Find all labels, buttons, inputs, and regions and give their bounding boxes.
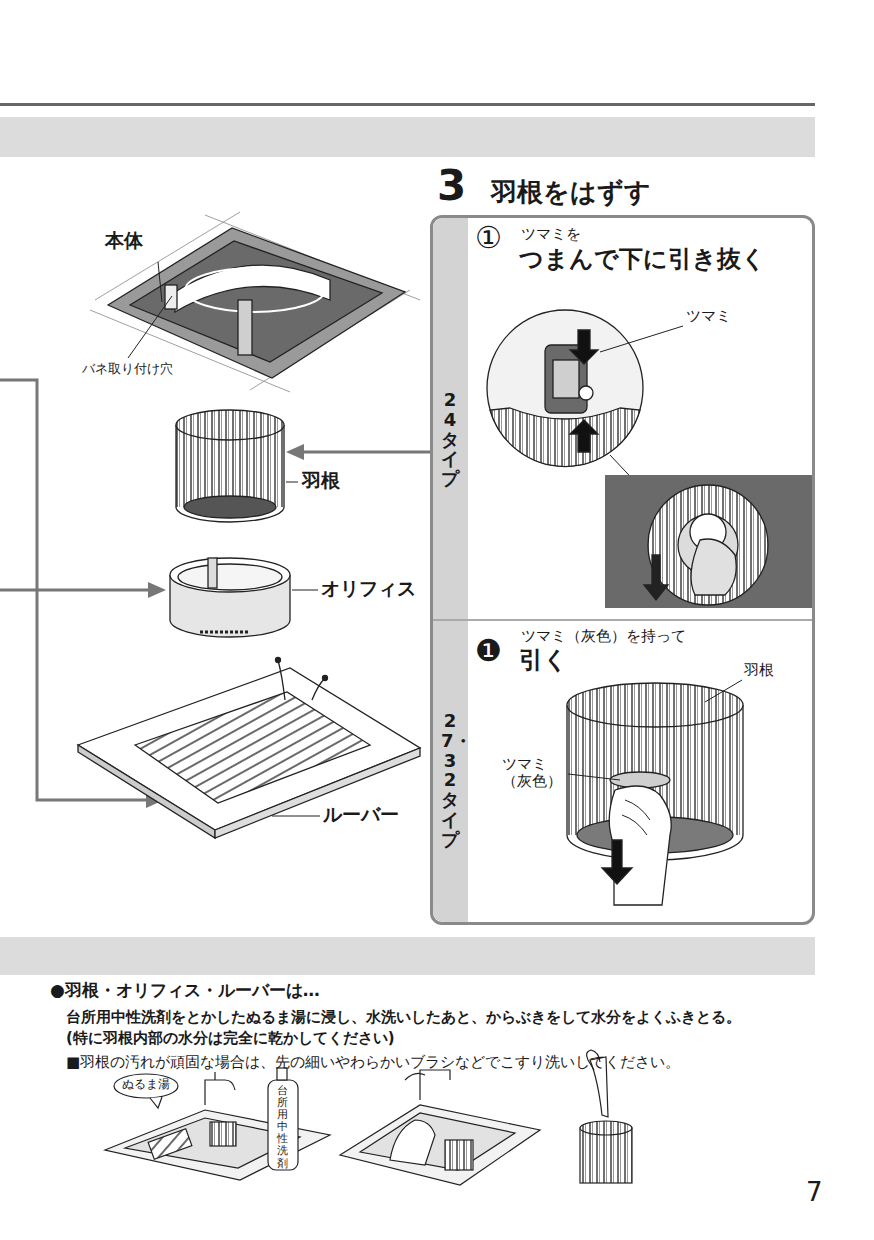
drawing-path [490,408,640,467]
drawing-path [622,800,650,835]
drawing-circle [323,676,328,681]
drawing-line [292,590,318,591]
node-text: つまんで下に引き抜く [519,246,766,274]
callout-number: ① [475,221,502,256]
node-heading: 3 [437,162,466,210]
drawing-path [433,218,468,922]
drawing-line [286,482,298,483]
drawing-line [568,774,620,780]
drawing-rect [0,103,815,106]
drawing-polygon [360,1113,515,1170]
drawing-path [691,539,736,595]
drawing-polygon [148,582,166,598]
drawing-line [128,296,172,358]
drawing-rect [445,1140,473,1170]
drawing-path [150,1097,162,1108]
page-bands [0,103,815,975]
fan-with-hand [567,680,743,905]
drawing-rect [0,117,815,157]
drawing-line [705,680,742,702]
node-heading: 27・32タイプ [441,711,459,850]
part-name: 羽根 [302,470,340,492]
node-text: ツマミを [521,226,581,243]
page-number: 7 [806,1178,823,1208]
note-text: 台所用中性洗剤をとかしたぬるま湯に浸し、水洗いしたあと、からぶきをして水分をよく… [66,1009,741,1026]
drawing-rect [238,300,252,355]
drawing-line [158,262,162,302]
drawing-circle [487,310,643,466]
note-text: (特に羽根内部の水分は完全に乾かしてください) [66,1030,395,1047]
drawing-rect [148,1129,192,1160]
drawing-ellipse [178,564,282,590]
drawing-rect [208,558,217,588]
drawing-circle [579,386,593,400]
drawing-circle [276,658,281,663]
magnified-knob [487,310,815,608]
drawing-path [278,660,285,700]
louver [78,658,420,839]
bottle-text: 台所用中性洗剤 [277,1085,288,1170]
drawing-rect [580,1128,632,1183]
drawing-path [390,1120,435,1165]
orifice [170,558,318,637]
drawing-line [302,451,430,454]
drawing-line [200,631,250,634]
callout-number: ❶ [475,634,502,669]
drawing-line [272,816,320,817]
part-name: 本体 [105,230,143,252]
drawing-path [312,678,325,700]
drawing-polygon [135,692,370,803]
note-heading: ●羽根・オリフィス・ルーバーは… [50,981,320,1001]
drawing-ellipse [580,1121,632,1135]
drawing-ellipse [567,683,743,727]
drawing-line [0,589,150,592]
type-24-section: 24タイプ ツマミをつまんで下に引き抜く [433,218,812,620]
drawing-polygon [340,1105,540,1185]
drawing-polygon [570,330,598,364]
drawing-ellipse [184,496,276,518]
drawing-line [432,619,813,621]
part-name: バネ取り付け穴 [82,362,173,377]
node-heading: 24タイプ [441,390,459,489]
drawing-polygon [78,668,420,830]
drawing-rect [553,360,579,398]
drawing-polygon [602,840,632,884]
drawing-rect [210,1122,236,1146]
drawing-line [600,326,683,352]
note-text: ■羽根の汚れが頑固な場合は、先の細いやわらかいブラシなどでこすり洗いしてください… [66,1054,680,1071]
fan-wheel [176,410,298,522]
node-text: 羽根をはずす [491,178,651,208]
drawing-path [205,1072,235,1105]
step-panel: 3羽根をはずす24タイプツマミをつまんで下に引き抜く27・32タイプツマミ（灰色… [430,215,815,925]
part-name: オリフィス [321,578,416,600]
node-text: ツマミ（灰色）を持って [521,628,686,645]
bubble-text: ぬるま湯 [122,1078,170,1092]
drawing-polygon [644,555,668,600]
drawing-ellipse [185,268,325,312]
drawing-rect [0,937,815,975]
part-name: ツマミ （灰色） [502,756,568,791]
drawing-path [405,1070,450,1100]
part-name: 羽根 [744,662,774,679]
drawing-ellipse [176,410,284,440]
drawing-polygon [108,228,405,378]
drawing-ellipse [114,1074,178,1098]
part-name: ツマミ [686,308,731,325]
drawing-ellipse [170,558,290,592]
drawing-rect [268,1080,298,1170]
drawing-polygon [570,420,598,452]
drawing-polygon [286,444,304,460]
node-text: 引く [519,647,568,675]
part-name: ルーバー [323,804,399,826]
drawing-rect [605,475,815,608]
